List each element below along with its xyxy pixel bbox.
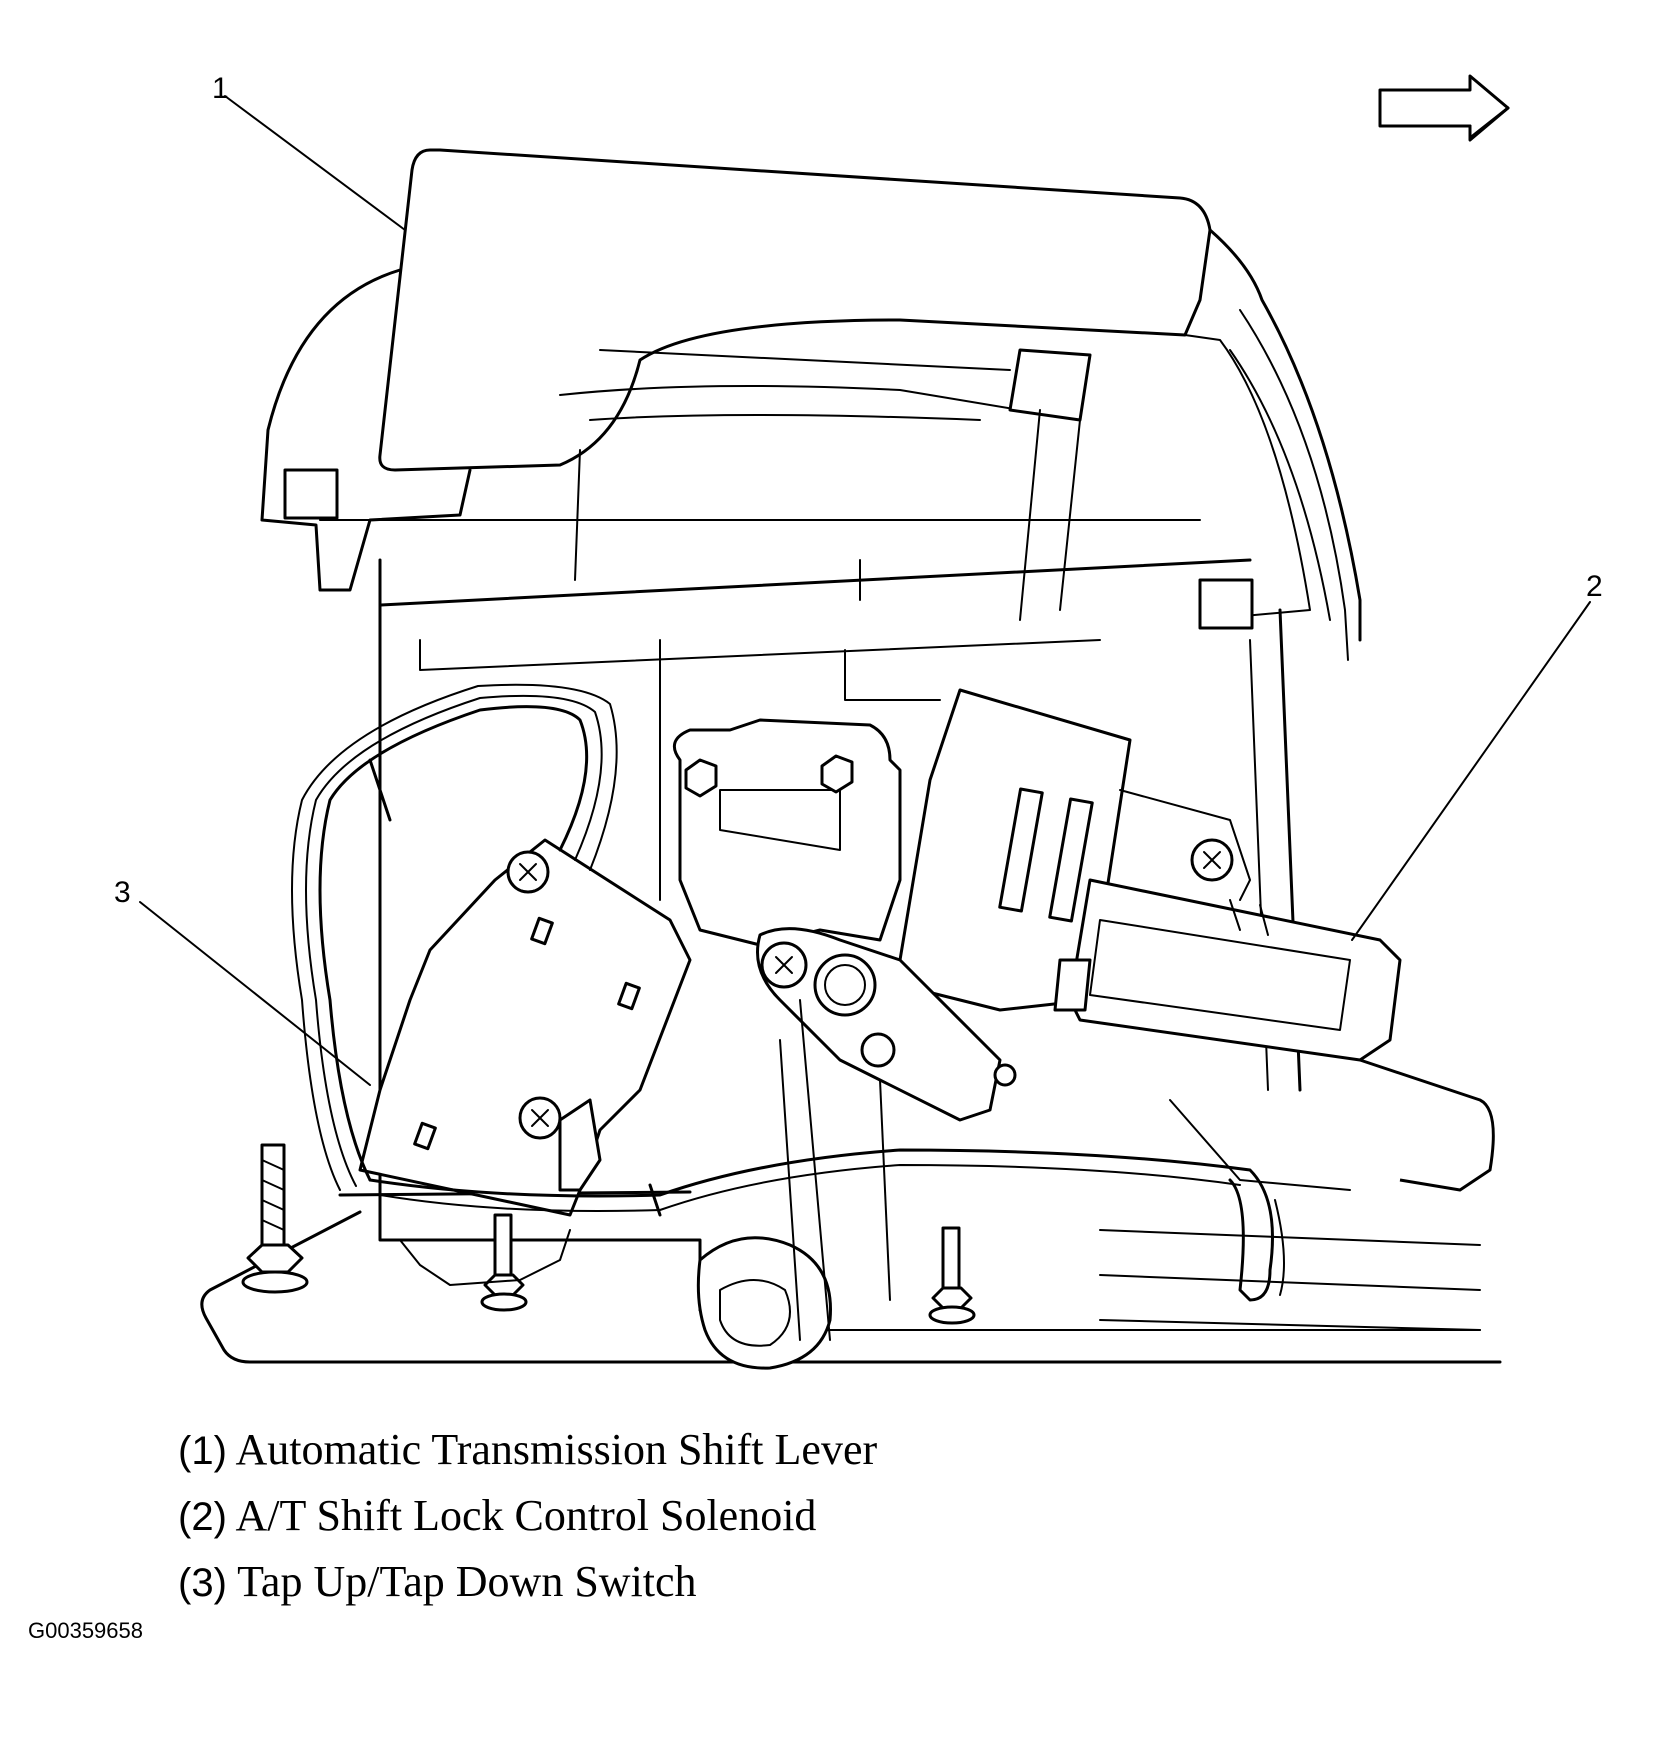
legend-number: (3) xyxy=(178,1561,227,1605)
legend-item-2: (2) A/T Shift Lock Control Solenoid xyxy=(178,1494,816,1538)
callout-2: 2 xyxy=(1586,570,1603,603)
hex-bolt-icon xyxy=(684,758,718,798)
phillips-screw-icon xyxy=(518,1096,562,1140)
shift-lever xyxy=(260,148,1362,661)
detent-plate xyxy=(672,718,902,947)
solenoid-bracket xyxy=(898,688,1251,1012)
callout-1: 1 xyxy=(212,72,229,105)
phillips-screw-icon xyxy=(506,850,550,894)
legend-text: Automatic Transmission Shift Lever xyxy=(235,1425,878,1474)
legend-text: Tap Up/Tap Down Switch xyxy=(237,1557,697,1606)
shift-lock-solenoid xyxy=(1053,878,1495,1192)
legend-number: (2) xyxy=(178,1495,227,1539)
legend-item-1: (1) Automatic Transmission Shift Lever xyxy=(178,1428,877,1472)
hex-bolt-icon xyxy=(820,754,854,794)
hex-bolt-icon xyxy=(241,1243,309,1294)
wiring-harness xyxy=(291,683,1285,1302)
legend-text: A/T Shift Lock Control Solenoid xyxy=(235,1491,817,1540)
base-plate xyxy=(200,1190,1502,1364)
tap-switch xyxy=(358,838,692,1217)
mounting-stud-center xyxy=(480,1213,528,1312)
callout-leaders xyxy=(139,95,1591,1086)
figure-id: G00359658 xyxy=(28,1618,143,1643)
lower-detent-linkage xyxy=(399,999,891,1341)
lever-arm xyxy=(756,927,1017,1122)
cable-bushing xyxy=(696,1236,832,1370)
hex-bolt-icon xyxy=(928,1286,976,1325)
mounting-stud-right xyxy=(928,1226,976,1325)
callout-3: 3 xyxy=(114,876,131,909)
legend-number: (1) xyxy=(178,1429,227,1473)
mounting-stud-left xyxy=(241,1143,309,1294)
phillips-screw-icon xyxy=(1190,838,1234,882)
right-arrow-icon xyxy=(1378,74,1510,142)
phillips-screw-icon xyxy=(760,941,808,989)
legend-item-3: (3) Tap Up/Tap Down Switch xyxy=(178,1560,697,1604)
